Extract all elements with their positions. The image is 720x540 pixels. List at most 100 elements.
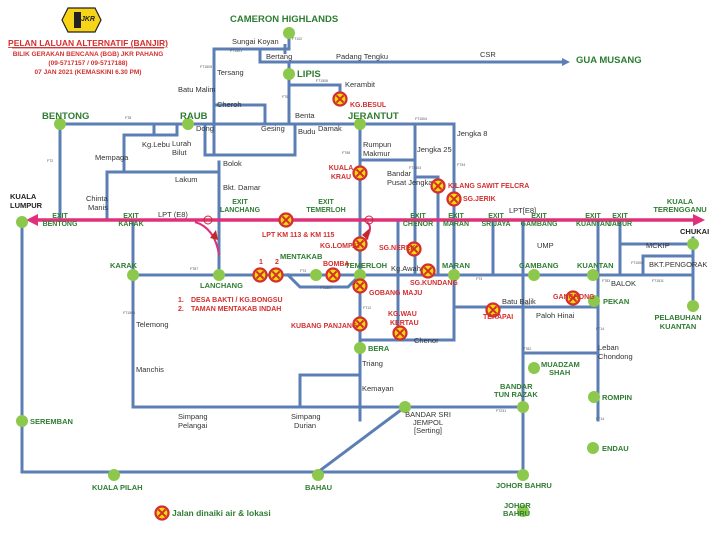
town-dot-lipis[interactable] [283, 68, 295, 80]
place-label: MCKIP [646, 241, 670, 250]
town-dot-maran[interactable] [448, 269, 460, 281]
town-dot-endau[interactable] [587, 442, 599, 454]
road-code: FT87 [190, 267, 198, 271]
town-dot-seremban[interactable] [16, 415, 28, 427]
road-code: FT14 [596, 417, 604, 421]
flood-marker-icon[interactable] [278, 212, 294, 228]
town-label-kuala-pilah: KUALA PILAH [92, 483, 143, 492]
town-label-pekan: PEKAN [603, 297, 629, 306]
flood-marker-icon[interactable] [325, 267, 341, 283]
legend: Jalan dinaiki air & lokasi [154, 505, 271, 521]
town-label-lanchang: LANCHANG [200, 281, 243, 290]
place-labels: Sungai Koyan Bertang Padang Tengku CSR T… [86, 37, 707, 430]
town-dot-bahau[interactable] [312, 469, 324, 481]
town-dot-pelabuhan-kuantan[interactable] [687, 300, 699, 312]
town-dot-jerantut[interactable] [354, 118, 366, 130]
town-label-bahau: BAHAU [305, 483, 332, 492]
town-dot-temerloh[interactable] [354, 269, 366, 281]
flood-marker-legend-icon [154, 505, 170, 521]
town-label-karak: KARAK [110, 261, 138, 270]
place-label: Benta [295, 111, 315, 120]
place-label: Padang Tengku [336, 52, 388, 61]
flood-marker-legend-icon[interactable] [154, 505, 170, 521]
town-dot-muadzam-shah[interactable] [528, 362, 540, 374]
town-dot-bentong[interactable] [54, 118, 66, 130]
town-dot-raub[interactable] [182, 118, 194, 130]
flood-marker-icon[interactable] [420, 263, 436, 279]
logo-text: JKR [81, 16, 95, 23]
town-dot-bandar-sri-jempol[interactable] [399, 401, 411, 413]
place-label: Jengka 25 [417, 145, 452, 154]
place-label: Triang [362, 359, 383, 368]
place-label: Bertang [266, 52, 292, 61]
road-codes: FT102 FT1501 FT1505 FT8 FT1506 FT8 FT150… [47, 37, 664, 421]
flood-marker-icon[interactable] [352, 316, 368, 332]
town-dot-gambang[interactable] [528, 269, 540, 281]
road-code: FT1505 [123, 311, 135, 315]
town-dot-pekan[interactable] [588, 295, 600, 307]
town-dot-kuala-pilah[interactable] [108, 469, 120, 481]
town-dot-mentakab[interactable] [310, 269, 322, 281]
place-label: Kg.Lebu [142, 140, 170, 149]
place-label: Kemayan [362, 384, 394, 393]
flood-marker-icon[interactable] [485, 302, 501, 318]
town-label-kuantan: KUANTAN [577, 261, 614, 270]
flood-marker-icon[interactable] [252, 267, 268, 283]
town-dot-rompin[interactable] [588, 391, 600, 403]
road-code: FT3 [300, 269, 306, 273]
road-code: FT1511 [652, 279, 664, 283]
road-code: FT8 [125, 116, 131, 120]
town-label-seremban: SEREMBAN [30, 417, 73, 426]
flood-label: GOBANG MAJU [369, 290, 422, 297]
place-label: BKT.PENGORAK [649, 260, 707, 269]
town-dot-johor-bahru[interactable] [517, 505, 529, 517]
flood-marker-icon[interactable] [352, 278, 368, 294]
flood-marker-icon[interactable] [352, 165, 368, 181]
road-code: FT98 [342, 151, 350, 155]
flood-markers [252, 91, 581, 341]
flood-marker-icon[interactable] [446, 191, 462, 207]
road-code: FT83 [602, 279, 610, 283]
road-code: FT82 [523, 347, 531, 351]
road-code: FT1505 [200, 65, 212, 69]
place-label: LPT[E8] [509, 206, 536, 215]
place-label: Mempaga [95, 153, 129, 162]
town-dot-chukai[interactable] [687, 238, 699, 250]
town-dot-segamat[interactable] [517, 469, 529, 481]
town-dot-bera[interactable] [354, 342, 366, 354]
town-dot-bandar-tun-razak[interactable] [517, 401, 529, 413]
flood-label: 1 [259, 259, 263, 266]
flood-marker-icon[interactable] [332, 91, 348, 107]
town-label-endau: ENDAU [602, 444, 629, 453]
flood-marker-icon[interactable] [392, 325, 408, 341]
town-dot-kuala-lumpur[interactable] [16, 216, 28, 228]
road-code: FT1507 [320, 286, 332, 290]
flood-marker-icon[interactable] [565, 290, 581, 306]
flood-marker-icon[interactable] [430, 178, 446, 194]
flood-marker-icon[interactable] [268, 267, 284, 283]
town-label-mentakab: MENTAKAB [280, 252, 323, 261]
place-label: Kg.Awah [391, 264, 421, 273]
towns: CAMERON HIGHLANDS LIPIS GUA MUSANG BENTO… [10, 14, 709, 518]
flood-label: TERAPAI [483, 314, 513, 321]
town-label-lipis: LIPIS [297, 69, 321, 80]
flood-marker-icon[interactable] [352, 236, 368, 252]
town-dot-lanchang[interactable] [213, 269, 225, 281]
town-dot-cameron[interactable] [283, 27, 295, 39]
flood-label: KUBANG PANJANG [291, 323, 358, 330]
flood-marker-icon[interactable] [406, 241, 422, 257]
place-label: Lakum [175, 175, 198, 184]
town-dot-kuantan[interactable] [587, 269, 599, 281]
place-label: LPT (E8) [158, 210, 188, 219]
town-dot-karak[interactable] [127, 269, 139, 281]
jkr-logo: JKR [61, 7, 102, 33]
